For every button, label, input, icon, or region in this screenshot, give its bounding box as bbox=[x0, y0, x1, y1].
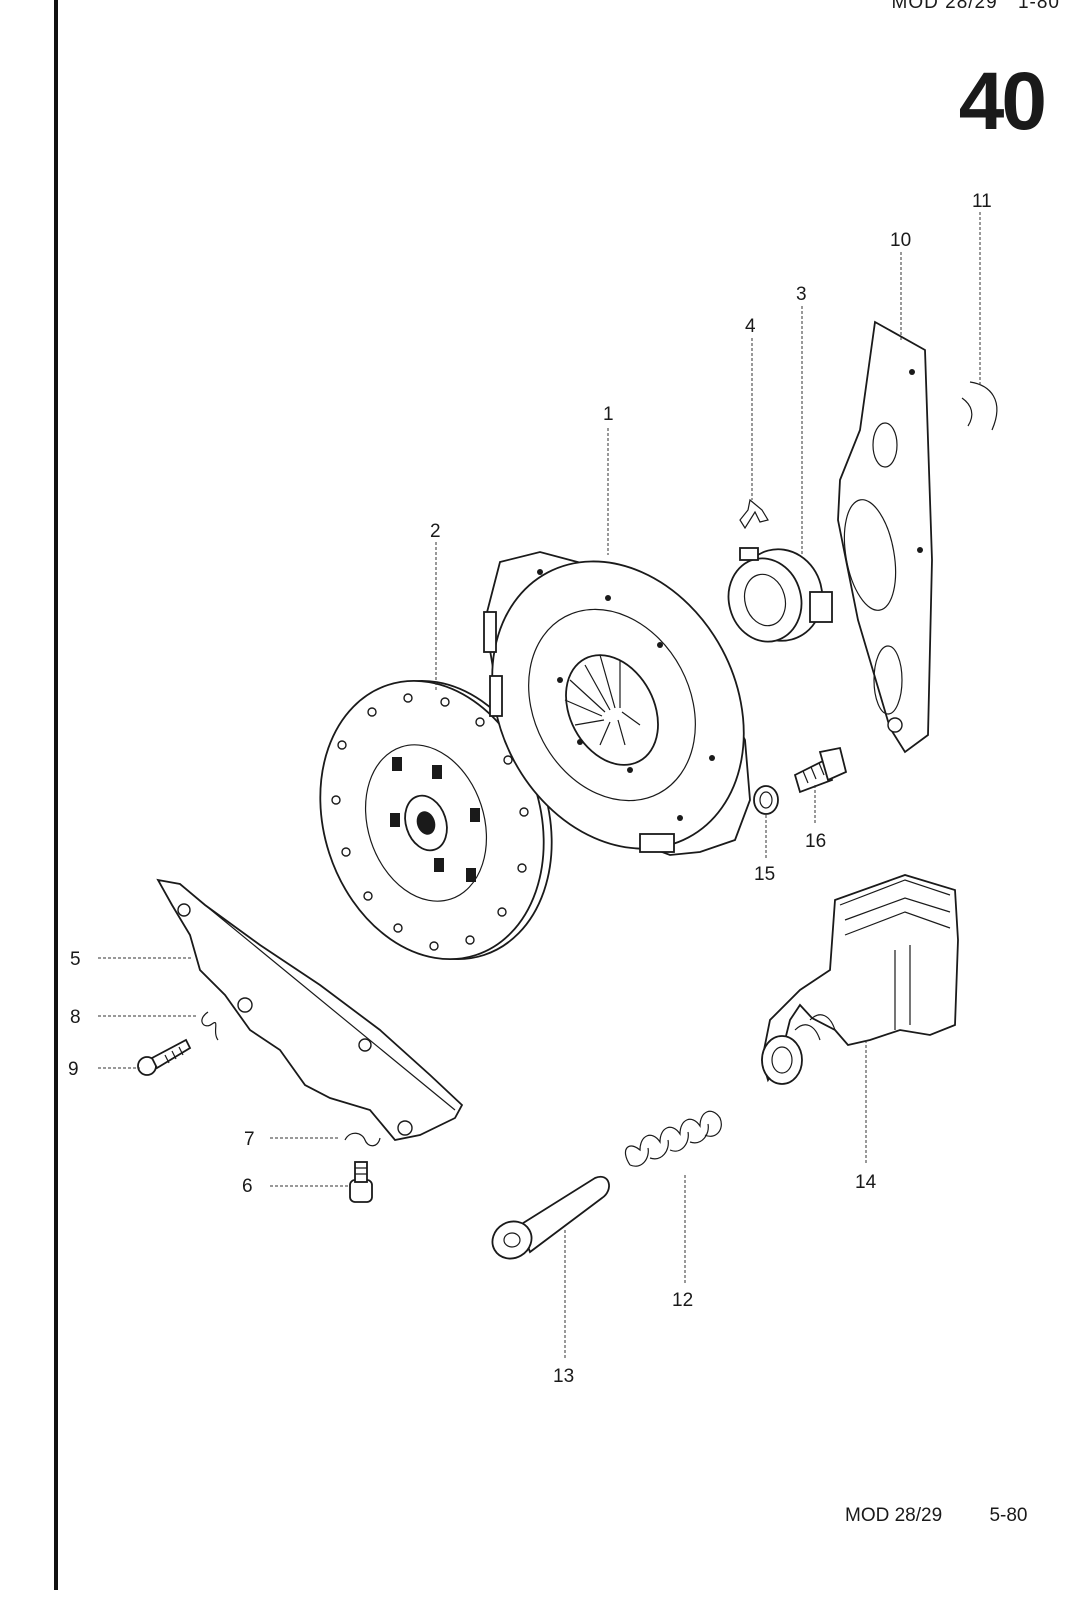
page-header: MOD 28/29 1-80 bbox=[878, 0, 1060, 14]
part-7-clip bbox=[344, 1132, 381, 1147]
callout-13: 13 bbox=[553, 1366, 574, 1387]
part-15-circlip bbox=[753, 785, 779, 815]
part-16-bolt bbox=[793, 746, 848, 794]
callout-5: 5 bbox=[70, 949, 81, 970]
callout-1: 1 bbox=[603, 404, 614, 425]
part-11-retaining-spring bbox=[961, 381, 998, 431]
part-14-rubber-boot bbox=[761, 874, 959, 1085]
part-2-clutch-disc bbox=[319, 679, 553, 961]
part-6-screw bbox=[349, 1161, 373, 1203]
callout-2: 2 bbox=[430, 521, 441, 542]
header-date: 1-80 bbox=[1017, 0, 1060, 13]
callout-16: 16 bbox=[805, 831, 826, 852]
page-footer: MOD 28/29 5-80 bbox=[845, 1505, 1027, 1527]
callout-15: 15 bbox=[754, 864, 775, 885]
part-4-release-clip bbox=[739, 498, 769, 530]
part-12-spring bbox=[625, 1110, 722, 1167]
part-13-guide-sleeve bbox=[491, 1175, 610, 1260]
part-3-release-bearing bbox=[727, 547, 833, 643]
callout-3: 3 bbox=[796, 284, 807, 305]
callout-14: 14 bbox=[855, 1172, 877, 1193]
section-number: 40 bbox=[958, 56, 1047, 147]
callout-7: 7 bbox=[244, 1129, 255, 1150]
binding-edge bbox=[54, 0, 58, 1590]
part-1-pressure-plate bbox=[483, 551, 751, 856]
part-9-bolt bbox=[137, 1038, 192, 1076]
callout-6: 6 bbox=[242, 1176, 253, 1197]
part-8-spring-clip bbox=[201, 1011, 219, 1041]
part-10-release-fork bbox=[837, 320, 933, 754]
footer-model: MOD 28/29 bbox=[845, 1505, 943, 1526]
callout-11: 11 bbox=[972, 191, 992, 212]
part-5-cover-plate bbox=[156, 878, 464, 1141]
leader-lines bbox=[98, 212, 981, 1360]
callouts: 1 2 3 4 5 6 7 8 9 10 11 12 13 14 15 16 bbox=[68, 191, 992, 1387]
header-model: MOD 28/29 bbox=[891, 0, 998, 13]
callout-4: 4 bbox=[745, 316, 756, 337]
callout-9: 9 bbox=[68, 1059, 79, 1080]
callout-12: 12 bbox=[672, 1290, 693, 1311]
callout-10: 10 bbox=[890, 230, 911, 251]
callout-8: 8 bbox=[70, 1007, 81, 1028]
footer-date: 5-80 bbox=[989, 1505, 1028, 1526]
